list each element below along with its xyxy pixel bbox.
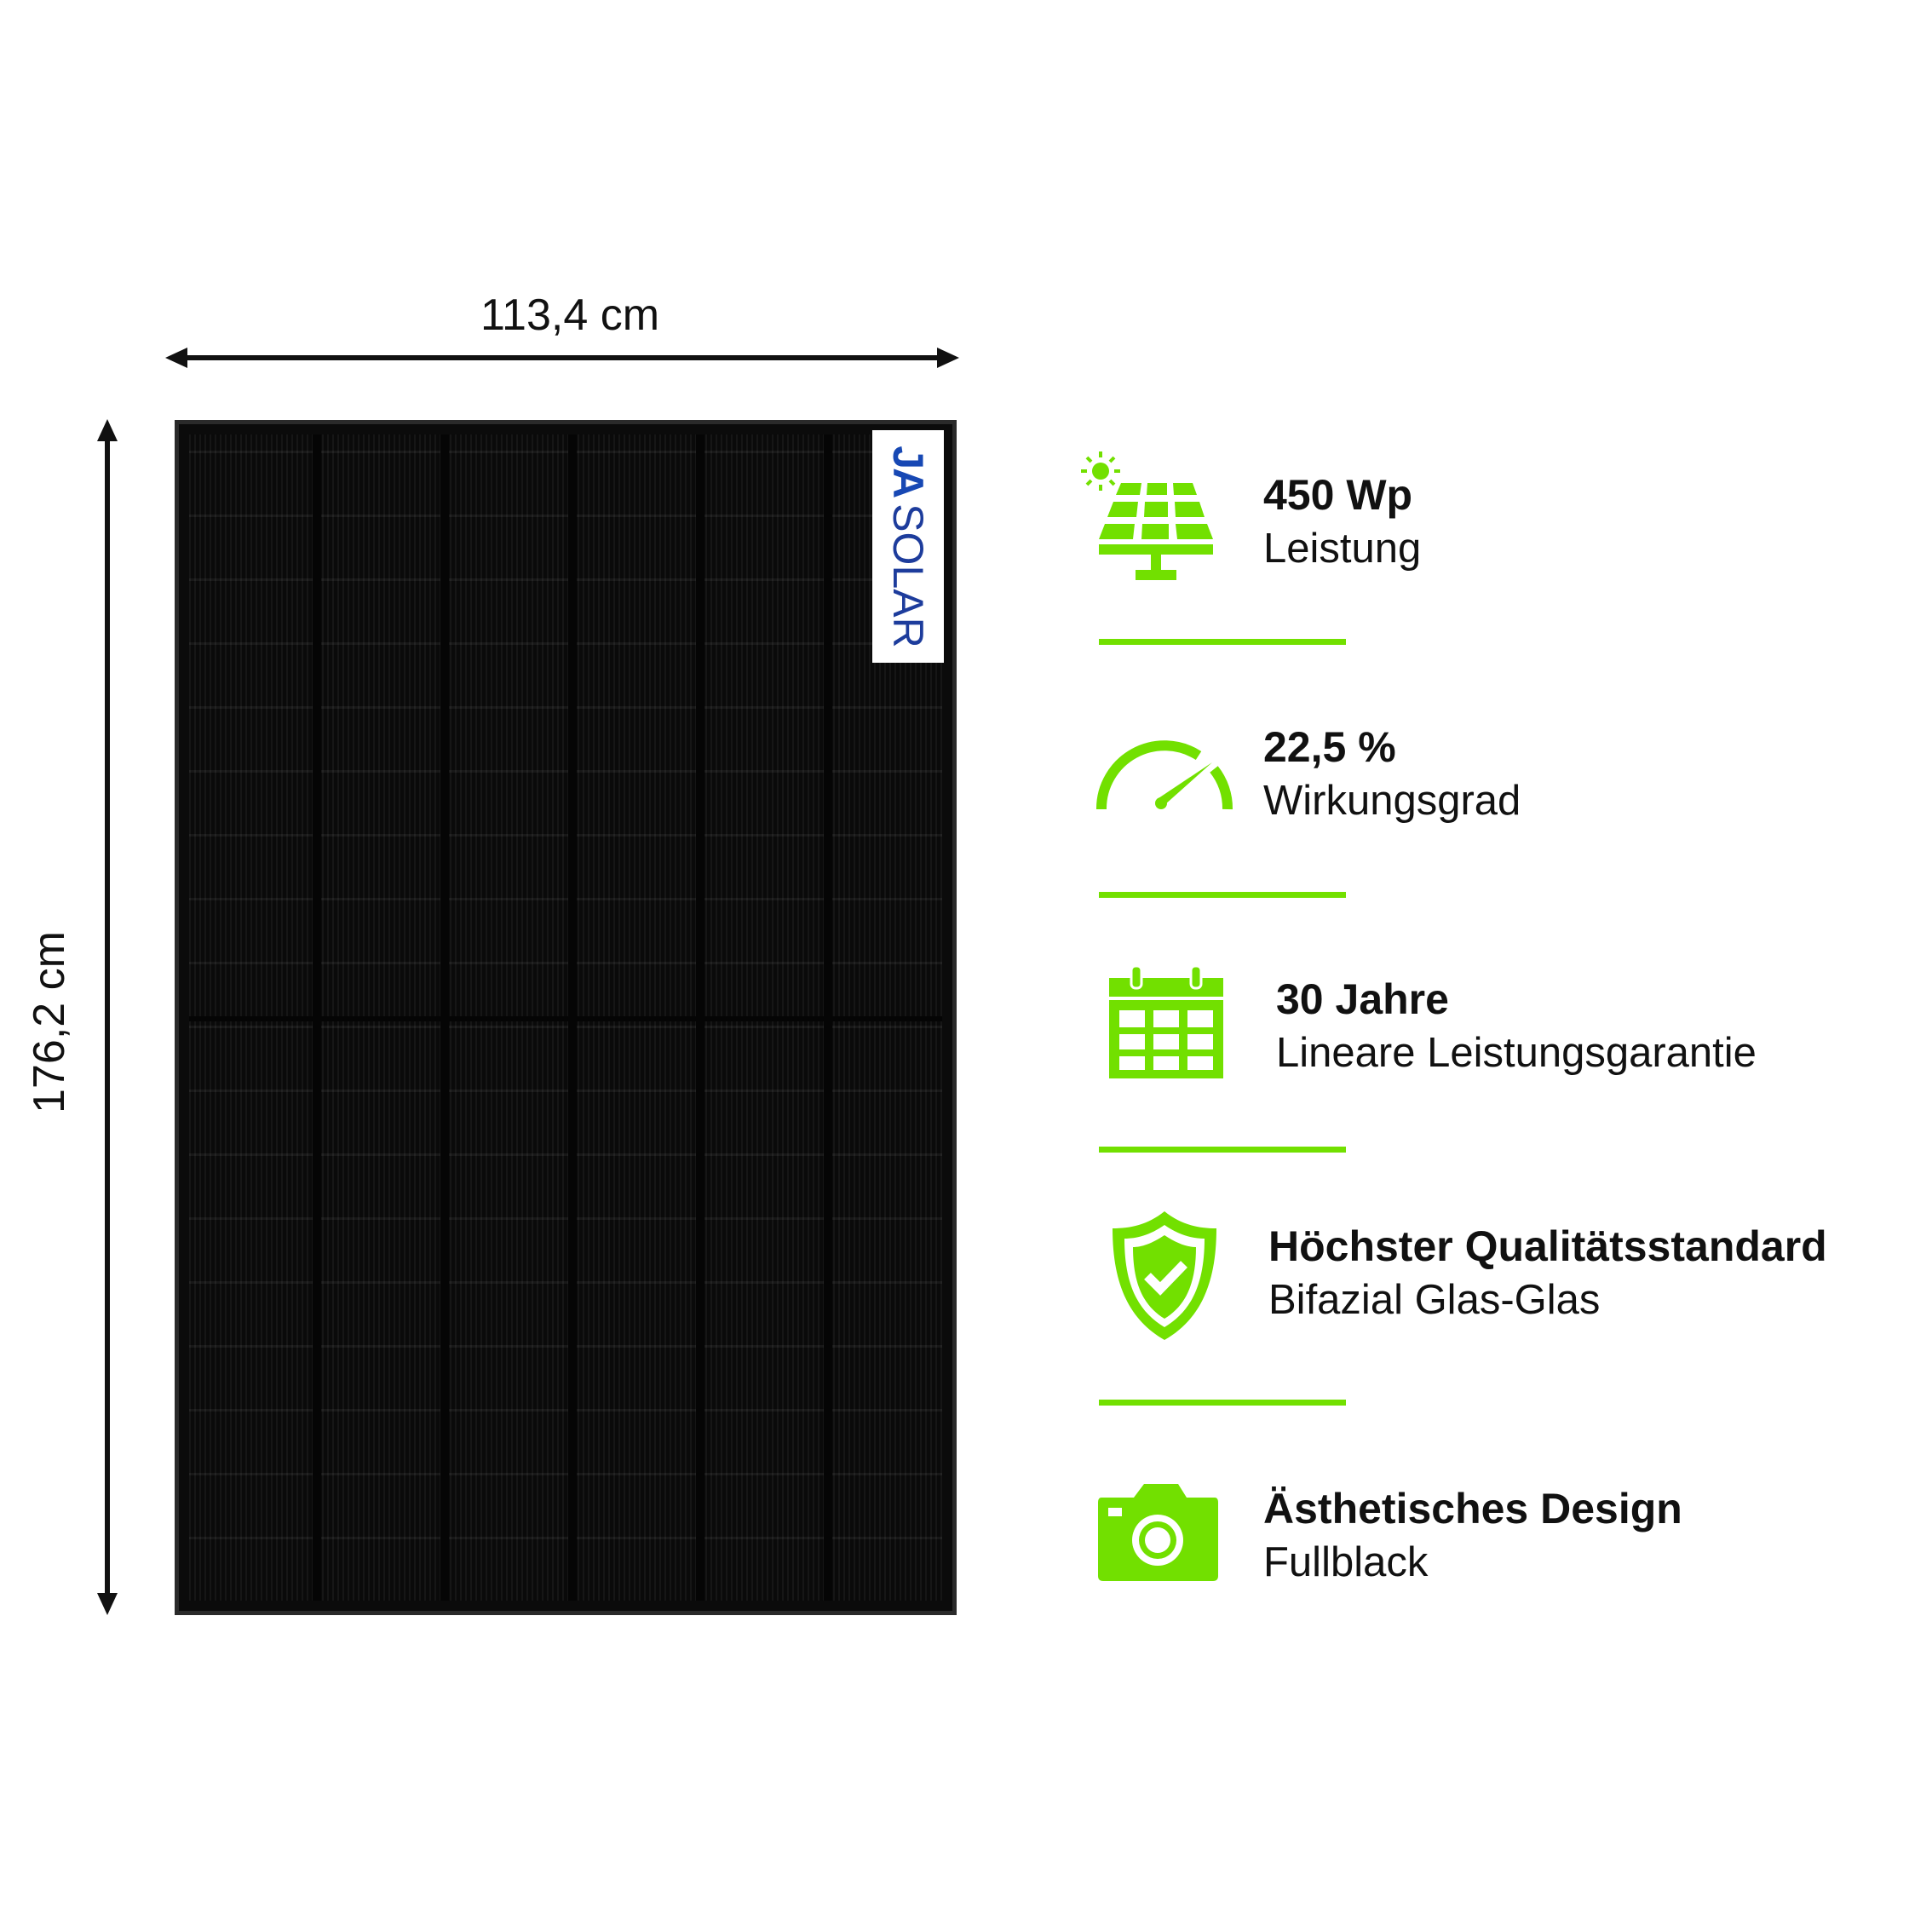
- camera-icon: [1098, 1484, 1218, 1581]
- feature-subtitle: Bifazial Glas-Glas: [1268, 1277, 1601, 1323]
- feature-quality: Höchster Qualitätsstandard Bifazial Glas…: [1268, 1222, 1827, 1324]
- feature-warranty: 30 Jahre Lineare Leistungsgarantie: [1276, 975, 1757, 1077]
- shield-check-icon: [1113, 1211, 1216, 1340]
- divider: [1099, 1147, 1346, 1153]
- divider: [1099, 639, 1346, 645]
- calendar-icon: [1109, 964, 1223, 1078]
- width-arrow: [165, 348, 959, 368]
- feature-title: Höchster Qualitätsstandard: [1268, 1222, 1827, 1270]
- divider: [1099, 1400, 1346, 1406]
- feature-subtitle: Fullblack: [1263, 1539, 1429, 1585]
- feature-design: Ästhetisches Design Fullblack: [1263, 1484, 1682, 1586]
- feature-title: 22,5 %: [1263, 723, 1396, 771]
- solar-panel-image: [175, 420, 957, 1615]
- feature-power: 450 Wp Leistung: [1263, 470, 1421, 572]
- width-label: 113,4 cm: [480, 290, 660, 340]
- speedometer-icon: [1095, 740, 1233, 810]
- feature-subtitle: Leistung: [1263, 526, 1422, 572]
- feature-subtitle: Wirkungsgrad: [1263, 778, 1521, 824]
- panel-cells: [189, 434, 942, 1601]
- divider: [1099, 892, 1346, 898]
- solar-panel-icon: [1081, 451, 1213, 580]
- feature-subtitle: Lineare Leistungsgarantie: [1276, 1030, 1757, 1076]
- feature-title: 450 Wp: [1263, 471, 1413, 519]
- feature-title: Ästhetisches Design: [1263, 1485, 1682, 1532]
- height-label: 176,2 cm: [25, 931, 74, 1113]
- feature-title: 30 Jahre: [1276, 975, 1449, 1023]
- feature-efficiency: 22,5 % Wirkungsgrad: [1263, 722, 1521, 825]
- ja-solar-logo: JASOLAR: [872, 430, 944, 663]
- height-arrow: [97, 419, 118, 1615]
